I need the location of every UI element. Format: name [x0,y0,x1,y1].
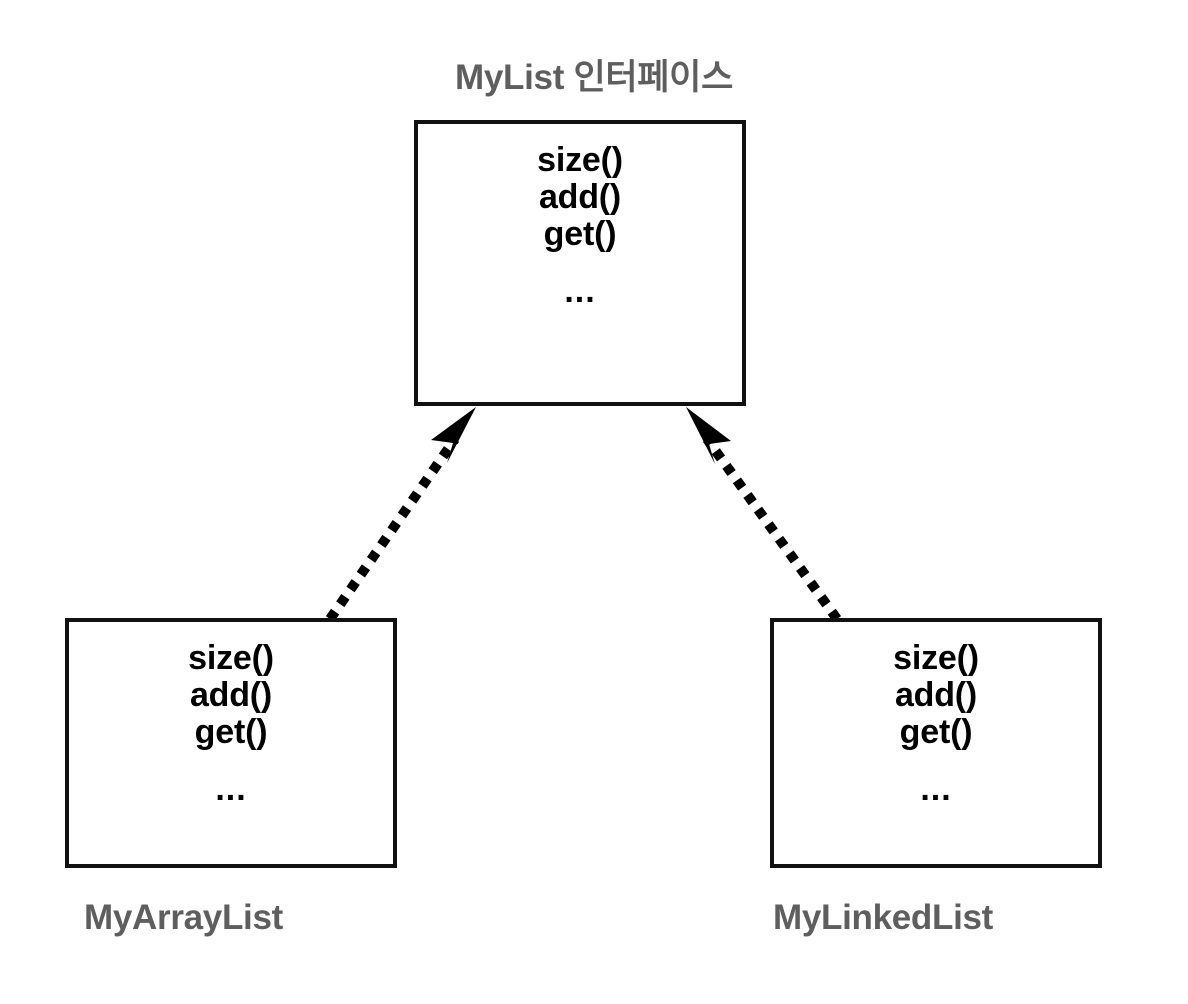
class-box-mylinkedlist: size() add() get() ... [770,618,1102,868]
member-item: size() [893,639,979,677]
class-box-myarraylist: size() add() get() ... [65,618,397,868]
member-item-ellipsis: ... [564,272,596,310]
member-item: get() [194,713,268,751]
member-item: get() [543,215,617,253]
member-item: add() [894,676,978,714]
interface-box-mylist: size() add() get() ... [414,120,746,406]
member-item: size() [537,141,623,179]
member-item-ellipsis: ... [215,770,247,808]
realization-arrow-arraylist [325,407,476,622]
member-item-ellipsis: ... [920,770,952,808]
page-title: MyList 인터페이스 [455,58,733,97]
class-label-myarraylist: MyArrayList [84,898,283,937]
member-item: get() [899,713,973,751]
realization-arrow-linkedlist [686,407,842,622]
class-label-mylinkedlist: MyLinkedList [773,898,994,937]
member-item: add() [189,676,273,714]
interface-member-list: size() add() get() ... [418,142,742,310]
class-member-list: size() add() get() ... [774,640,1098,808]
member-item: add() [538,178,622,216]
class-member-list: size() add() get() ... [69,640,393,808]
member-item: size() [188,639,274,677]
